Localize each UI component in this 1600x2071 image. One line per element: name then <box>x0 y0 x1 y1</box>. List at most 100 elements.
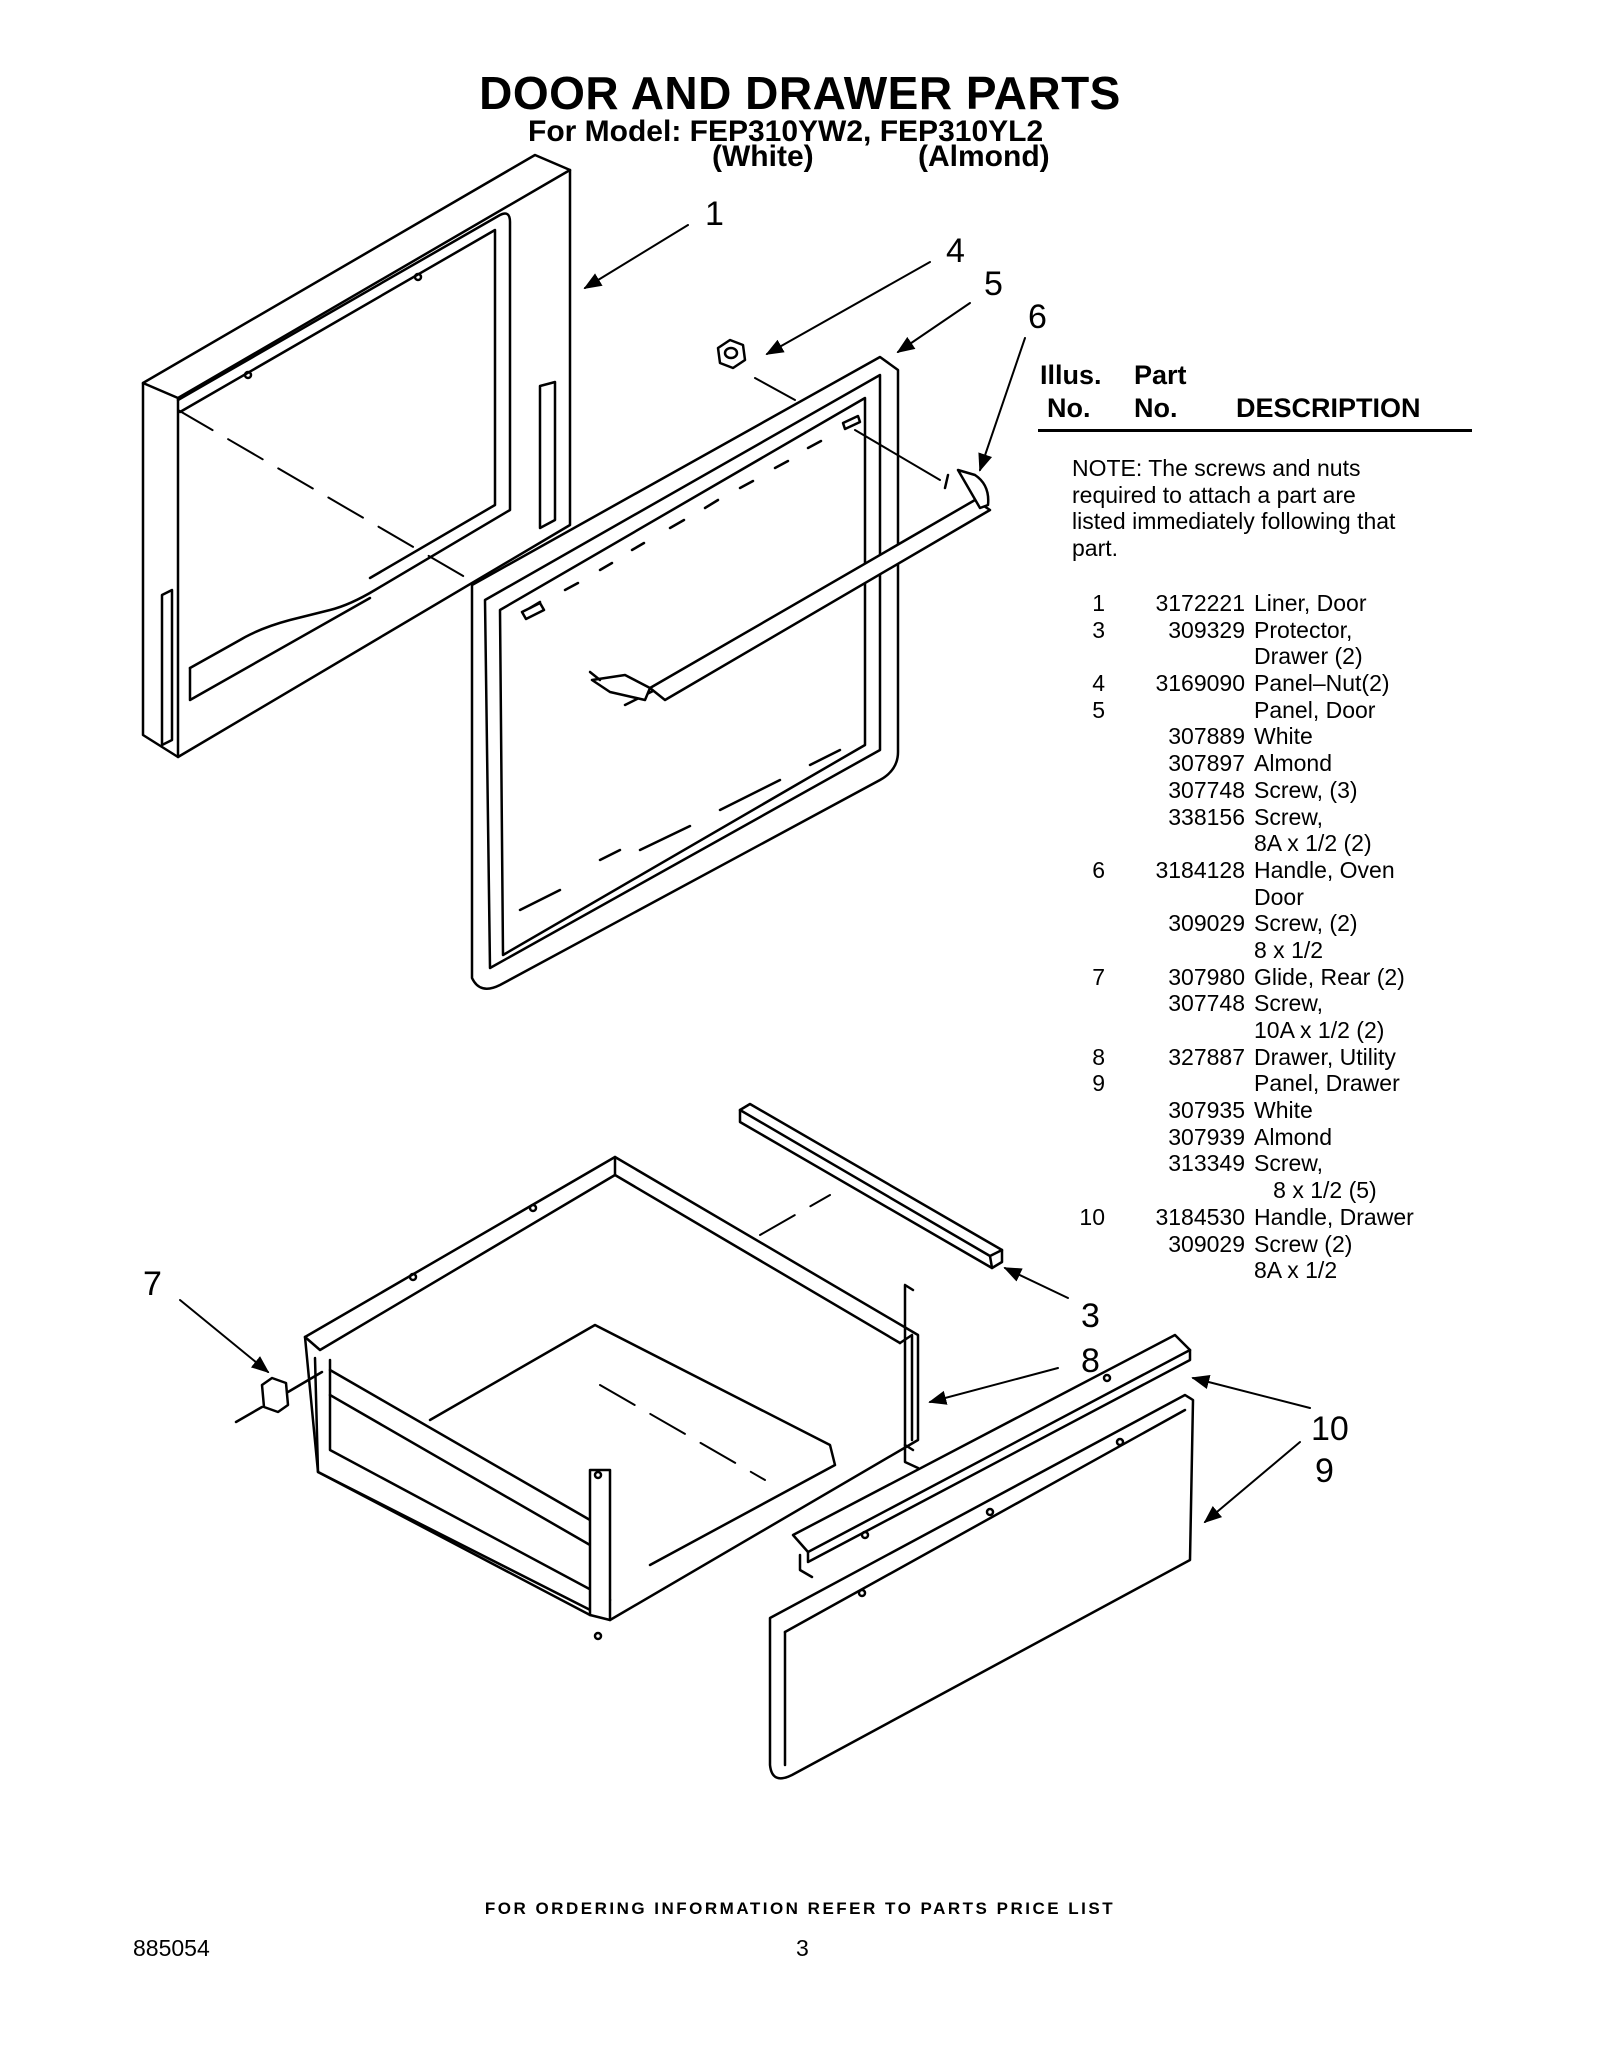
parts-row: 8 x 1/2 (5) <box>1040 1177 1480 1204</box>
part-description: 8 x 1/2 <box>1254 936 1324 963</box>
part-number: 309029 <box>1168 910 1245 937</box>
part-description: Screw, <box>1254 1150 1324 1177</box>
parts-row: 307748 Screw, <box>1040 990 1480 1017</box>
illus-number: 10 <box>1079 1203 1105 1230</box>
callout-1: 1 <box>705 195 724 233</box>
part-number: 307748 <box>1168 776 1245 803</box>
drawer-panel-drawing <box>768 1393 1195 1780</box>
parts-note: NOTE: The screws and nuts required to at… <box>1072 455 1396 561</box>
part-description: Door <box>1254 883 1304 910</box>
illus-header-line2: No. <box>1047 393 1091 423</box>
model-line: For Model: FEP310YW2, FEP310YL2 <box>528 115 1044 148</box>
parts-row: 8 x 1/2 <box>1040 937 1480 964</box>
part-number: 3184530 <box>1155 1203 1245 1230</box>
part-number: 3169090 <box>1155 670 1245 697</box>
part-number: 307748 <box>1168 990 1245 1017</box>
parts-row: 313349 Screw, <box>1040 1150 1480 1177</box>
page-number: 3 <box>796 1935 809 1961</box>
part-number: 3172221 <box>1155 590 1245 616</box>
callout-8: 8 <box>1081 1342 1100 1380</box>
part-description: Panel, Drawer <box>1254 1070 1400 1097</box>
callout-3: 3 <box>1081 1297 1100 1335</box>
door-liner-drawing <box>141 153 572 759</box>
part-description: Drawer (2) <box>1254 643 1363 670</box>
parts-row: 307935 White <box>1040 1097 1480 1124</box>
parts-row: 10A x 1/2 (2) <box>1040 1017 1480 1044</box>
header-rule <box>1038 429 1472 432</box>
part-description: Almond <box>1254 1123 1332 1150</box>
part-description: Panel–Nut(2) <box>1254 670 1390 697</box>
callout-9: 9 <box>1315 1452 1334 1490</box>
page-title: DOOR AND DRAWER PARTS <box>479 67 1121 119</box>
part-number: 309029 <box>1168 1230 1245 1257</box>
parts-row: 8A x 1/2 <box>1040 1257 1480 1284</box>
illus-number: 6 <box>1092 856 1105 883</box>
parts-row: 7 307980 Glide, Rear (2) <box>1040 964 1480 991</box>
part-number: 307897 <box>1168 750 1245 777</box>
parts-row: 307897 Almond <box>1040 750 1480 777</box>
parts-row: 4 3169090 Panel–Nut(2) <box>1040 670 1480 697</box>
illus-number: 3 <box>1092 616 1105 643</box>
drawer-handle-drawing <box>791 1333 1192 1579</box>
description-header: DESCRIPTION <box>1236 393 1421 423</box>
part-number: 307980 <box>1168 963 1245 990</box>
parts-row: 309029 Screw (2) <box>1040 1231 1480 1258</box>
part-description: Screw (2) <box>1254 1230 1353 1257</box>
callout-5: 5 <box>984 265 1003 303</box>
parts-row: 5 Panel, Door <box>1040 697 1480 724</box>
document-number: 885054 <box>133 1935 210 1961</box>
part-description: Glide, Rear (2) <box>1254 963 1405 990</box>
part-description: 8A x 1/2 (2) <box>1254 830 1372 857</box>
part-description: 8 x 1/2 (5) <box>1254 1177 1377 1204</box>
callout-7: 7 <box>143 1265 162 1303</box>
part-description: 10A x 1/2 (2) <box>1254 1017 1385 1043</box>
part-description: Screw, <box>1254 803 1324 830</box>
illus-header-line1: Illus. <box>1040 360 1102 390</box>
parts-row: 1 3172221 Liner, Door <box>1040 590 1480 617</box>
part-description: Screw, <box>1254 990 1324 1017</box>
drawer-protector-drawing <box>738 1102 1004 1270</box>
panel-nut-drawing <box>716 338 747 370</box>
illus-number: 5 <box>1092 696 1105 723</box>
ordering-note: FOR ORDERING INFORMATION REFER TO PARTS … <box>484 1899 1116 1918</box>
parts-row: Drawer (2) <box>1040 643 1480 670</box>
part-number: 338156 <box>1168 803 1245 830</box>
part-header-line1: Part <box>1134 360 1187 390</box>
rear-glide-drawing <box>234 1370 324 1424</box>
part-description: White <box>1254 1097 1313 1124</box>
illus-number: 4 <box>1092 670 1105 697</box>
part-description: Almond <box>1254 750 1332 777</box>
part-description: Handle, Drawer <box>1254 1203 1414 1230</box>
part-description: Screw, (2) <box>1254 910 1358 937</box>
parts-row: 6 3184128 Handle, Oven <box>1040 857 1480 884</box>
part-description: Protector, <box>1254 616 1353 643</box>
parts-row: 8A x 1/2 (2) <box>1040 830 1480 857</box>
part-description: Screw, (3) <box>1254 776 1358 803</box>
parts-row: 309029 Screw, (2) <box>1040 910 1480 937</box>
parts-row: 9 Panel, Drawer <box>1040 1070 1480 1097</box>
parts-row: 307748 Screw, (3) <box>1040 777 1480 804</box>
part-number: 307939 <box>1168 1123 1245 1150</box>
callout-4: 4 <box>946 232 965 270</box>
part-number: 3184128 <box>1155 856 1245 883</box>
part-description: White <box>1254 723 1313 750</box>
illus-number: 9 <box>1092 1070 1105 1097</box>
illus-number: 1 <box>1092 590 1105 616</box>
part-description: Handle, Oven <box>1254 856 1395 883</box>
parts-row: Door <box>1040 884 1480 911</box>
variant-white: (White) <box>712 140 814 173</box>
illus-number: 7 <box>1092 963 1105 990</box>
parts-row: 307939 Almond <box>1040 1124 1480 1151</box>
parts-row: 10 3184530 Handle, Drawer <box>1040 1204 1480 1231</box>
part-number: 313349 <box>1168 1150 1245 1177</box>
part-description: 8A x 1/2 <box>1254 1257 1338 1284</box>
part-description: Liner, Door <box>1254 590 1367 616</box>
part-description: Panel, Door <box>1254 696 1376 723</box>
part-number: 307935 <box>1168 1097 1245 1124</box>
parts-row: 338156 Screw, <box>1040 804 1480 831</box>
